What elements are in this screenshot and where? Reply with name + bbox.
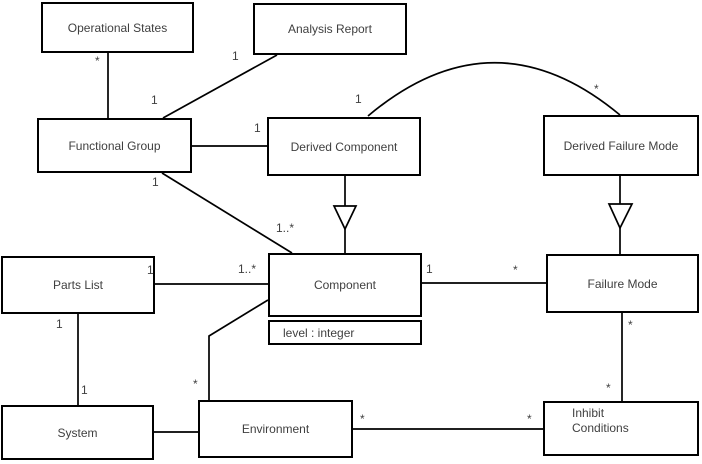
class-box-analysis-report[interactable]: Analysis Report (253, 3, 407, 55)
multiplicity-environment-end-ic: * (360, 412, 365, 426)
multiplicity-inhibit-conditions-end-env: * (527, 412, 532, 426)
class-box-component[interactable]: Component (268, 253, 422, 317)
class-name-label: Component (313, 278, 377, 292)
multiplicity-derived-component-end-curve: 1 (355, 92, 362, 106)
multiplicity-derived-failure-mode-end-curve: * (594, 82, 599, 96)
class-box-system[interactable]: System (1, 405, 154, 460)
edge-functional-group-component (161, 172, 293, 254)
class-name-label: Environment (241, 422, 310, 436)
class-name-label: Operational States (67, 20, 168, 35)
class-name-label: Derived Component (290, 139, 398, 154)
class-box-derived-component[interactable]: Derived Component (267, 117, 421, 176)
multiplicity-component-end-fm: 1 (426, 262, 433, 276)
edge-analysis-report-functional-group (162, 54, 278, 119)
class-box-operational-states[interactable]: Operational States (41, 2, 194, 53)
multiplicity-derived-component-end-fg: 1 (254, 121, 261, 135)
class-box-parts-list[interactable]: Parts List (1, 256, 155, 314)
class-attribute-label: level : integer (283, 325, 355, 340)
multiplicity-inhibit-conditions-end-fm: * (606, 381, 611, 395)
class-name-label: Functional Group (68, 138, 161, 153)
class-name-label-line2: Conditions (572, 421, 629, 435)
class-name-label: Analysis Report (287, 22, 373, 36)
edge-component-environment (208, 299, 269, 400)
multiplicity-component-end-fg: 1..* (276, 221, 295, 235)
class-box-functional-group[interactable]: Functional Group (37, 118, 192, 173)
class-name-label: Derived Failure Mode (563, 138, 679, 153)
class-name-label: System (57, 425, 98, 440)
class-box-failure-mode[interactable]: Failure Mode (546, 254, 699, 313)
class-box-environment[interactable]: Environment (198, 400, 353, 458)
multiplicity-environment-end-comp: * (193, 377, 198, 391)
multiplicity-failure-mode-end-ic: * (628, 318, 633, 332)
class-name-label: Parts List (52, 278, 103, 292)
multiplicity-failure-mode-end-comp: * (513, 263, 518, 277)
class-name-label-line1: Inhibit (572, 406, 605, 420)
class-box-derived-failure-mode[interactable]: Derived Failure Mode (543, 115, 699, 176)
multiplicity-system-end-pl: 1 (81, 383, 88, 397)
multiplicity-parts-list-end-comp: 1 (147, 263, 154, 277)
multiplicity-operational-states-end: * (95, 54, 100, 68)
multiplicity-component-end-pl: 1..* (238, 262, 257, 276)
generalization-arrowhead-icon (332, 205, 358, 231)
multiplicity-functional-group-end-comp: 1 (152, 175, 159, 189)
edge-derived-component-derived-failure-mode-curve (367, 61, 621, 117)
multiplicity-analysis-report-end: 1 (232, 49, 239, 63)
class-name-label: Failure Mode (587, 276, 658, 291)
class-attribute-compartment-component[interactable]: level : integer (268, 320, 422, 345)
generalization-arrowhead-icon (607, 203, 634, 230)
class-box-inhibit-conditions[interactable]: Inhibit Conditions (543, 401, 699, 456)
multiplicity-functional-group-end-os: 1 (151, 93, 158, 107)
multiplicity-parts-list-end-sys: 1 (56, 317, 63, 331)
